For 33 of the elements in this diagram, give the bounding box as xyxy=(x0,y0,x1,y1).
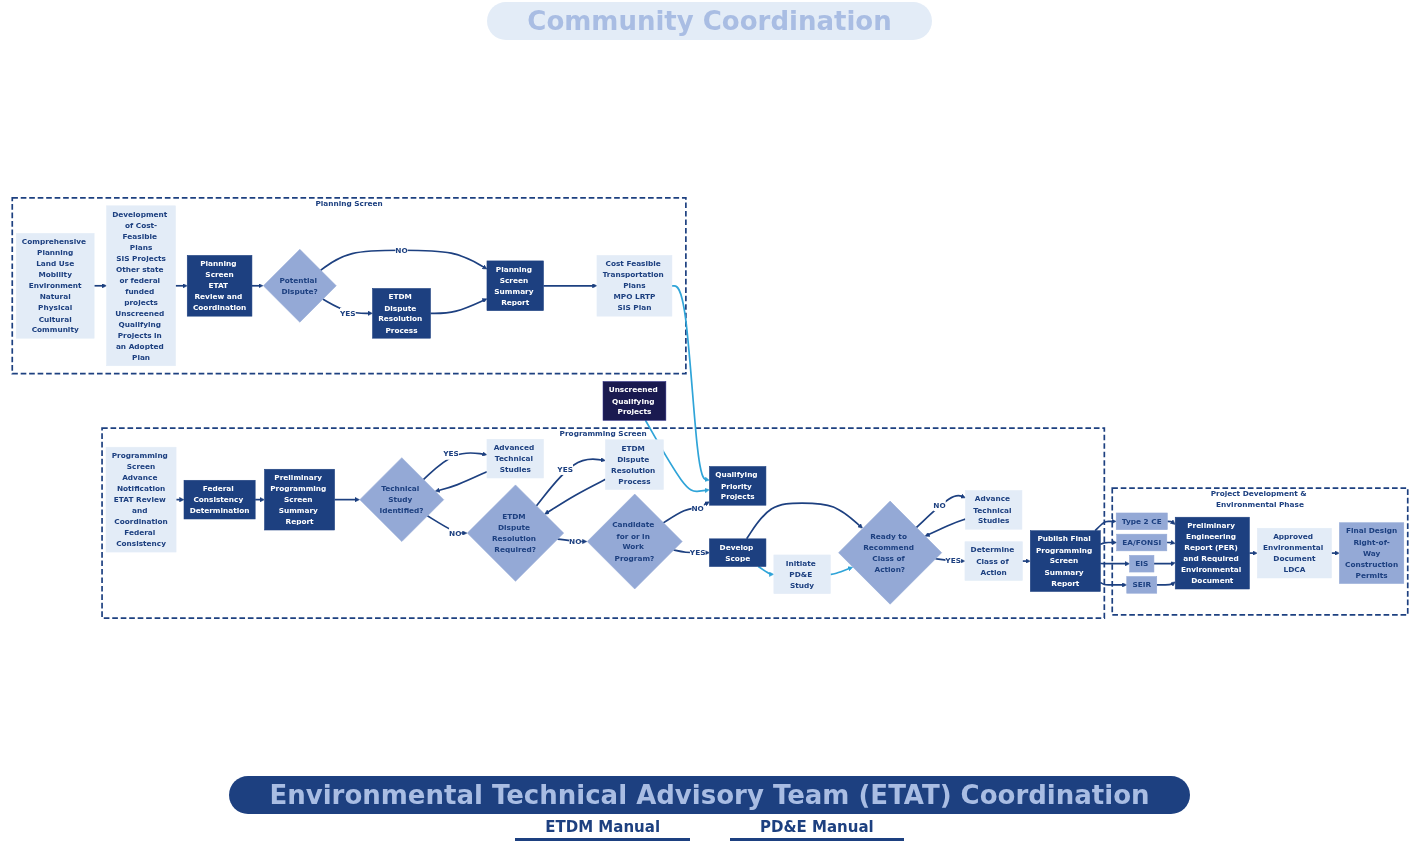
arrow xyxy=(434,470,488,493)
arrow xyxy=(92,283,107,289)
arrow xyxy=(756,565,774,577)
arrow xyxy=(1155,581,1175,587)
arrow xyxy=(422,451,487,481)
arrow xyxy=(829,566,853,576)
arrow xyxy=(1099,581,1127,588)
arrow xyxy=(1099,561,1130,567)
arrow xyxy=(174,283,187,289)
arrow xyxy=(535,457,606,507)
arrow xyxy=(1152,561,1175,567)
arrow xyxy=(1021,558,1031,564)
arrow xyxy=(1330,550,1340,556)
double-arrow-band: Environmental Technical Advisory Team (ETAT) Coordination xyxy=(229,776,1190,814)
arrow xyxy=(1165,519,1175,525)
arrow xyxy=(429,298,487,315)
double-arrow-band: Community Coordination xyxy=(487,2,932,40)
arrow xyxy=(1093,518,1116,532)
arrow xyxy=(333,497,360,503)
arrow xyxy=(914,493,966,529)
arrow xyxy=(319,249,487,272)
arrow xyxy=(644,419,710,493)
arrow xyxy=(1248,550,1258,556)
arrow xyxy=(670,284,710,482)
arrow xyxy=(542,283,597,289)
arrow xyxy=(745,502,863,540)
range-label: ETDM Manual xyxy=(515,816,691,841)
arrow xyxy=(924,518,966,537)
arrow xyxy=(543,478,606,515)
range-label: PD&E Manual xyxy=(730,816,904,841)
arrow xyxy=(426,514,467,536)
arrow xyxy=(250,283,263,289)
arrow xyxy=(661,501,710,524)
